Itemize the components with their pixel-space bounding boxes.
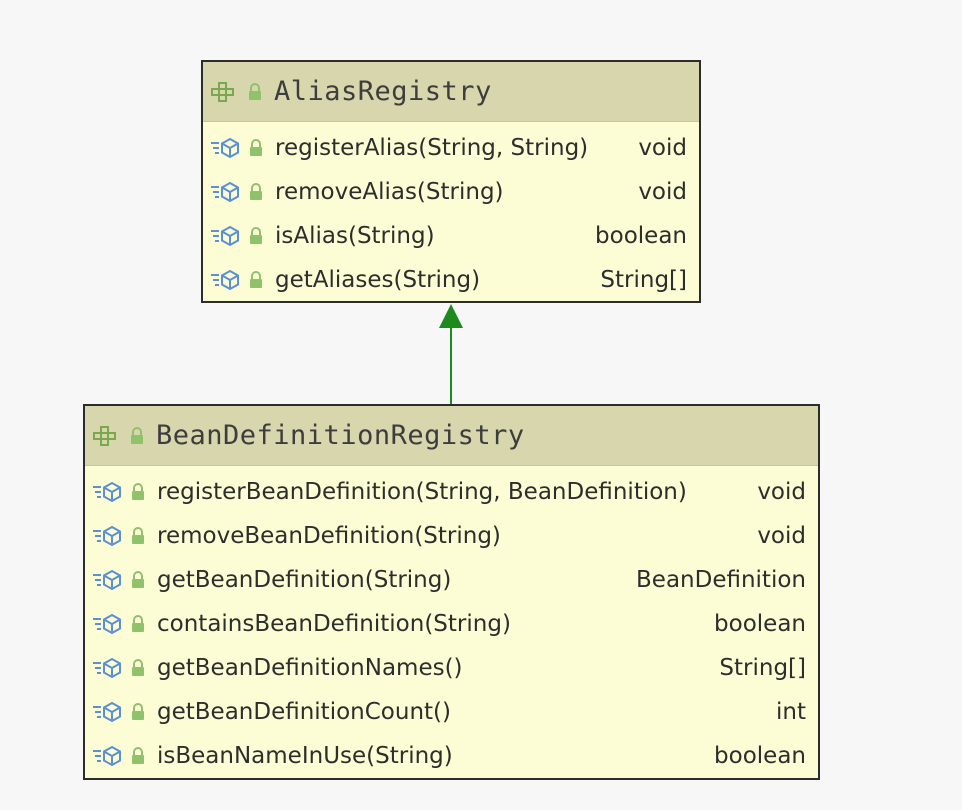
class-header: BeanDefinitionRegistry xyxy=(85,406,818,466)
method-name: registerBeanDefinition(String, BeanDefin… xyxy=(157,479,687,505)
class-box-bean-definition-registry[interactable]: BeanDefinitionRegistry registerBeanDefin… xyxy=(83,404,820,780)
class-title: BeanDefinitionRegistry xyxy=(156,420,525,451)
method-name: containsBeanDefinition(String) xyxy=(157,611,511,637)
method-row[interactable]: getBeanDefinitionNames() String[] xyxy=(85,646,818,690)
lock-icon xyxy=(132,571,144,588)
abstract-method-icon xyxy=(211,225,239,247)
lock-icon xyxy=(132,527,144,544)
method-row[interactable]: isBeanNameInUse(String) boolean xyxy=(85,734,818,778)
method-return-type: void xyxy=(638,135,687,161)
method-row[interactable]: removeBeanDefinition(String) void xyxy=(85,514,818,558)
method-row[interactable]: isAlias(String) boolean xyxy=(203,214,699,258)
class-title: AliasRegistry xyxy=(274,76,492,107)
lock-icon xyxy=(250,271,262,288)
method-name: registerAlias(String, String) xyxy=(275,135,589,161)
lock-icon xyxy=(249,82,261,100)
method-name: isBeanNameInUse(String) xyxy=(157,743,453,769)
abstract-method-icon xyxy=(93,745,121,767)
method-name: isAlias(String) xyxy=(275,223,435,249)
abstract-method-icon xyxy=(93,569,121,591)
interface-icon xyxy=(93,425,116,446)
method-row[interactable]: registerBeanDefinition(String, BeanDefin… xyxy=(85,470,818,514)
method-return-type: BeanDefinition xyxy=(636,567,806,593)
arrowhead xyxy=(439,304,463,328)
method-row[interactable]: removeAlias(String) void xyxy=(203,170,699,214)
abstract-method-icon xyxy=(93,701,121,723)
method-name: removeBeanDefinition(String) xyxy=(157,523,501,549)
lock-icon xyxy=(132,747,144,764)
method-return-type: boolean xyxy=(714,743,806,769)
method-row[interactable]: registerAlias(String, String) void xyxy=(203,126,699,170)
method-return-type: String[] xyxy=(719,655,806,681)
method-return-type: boolean xyxy=(595,223,687,249)
method-name: getBeanDefinitionNames() xyxy=(157,655,463,681)
class-box-alias-registry[interactable]: AliasRegistry registerAlias(String, Stri… xyxy=(201,60,701,303)
method-name: removeAlias(String) xyxy=(275,179,504,205)
abstract-method-icon xyxy=(211,137,239,159)
lock-icon xyxy=(250,183,262,200)
method-return-type: int xyxy=(776,699,806,725)
method-name: getAliases(String) xyxy=(275,267,481,293)
method-name: getBeanDefinition(String) xyxy=(157,567,452,593)
lock-icon xyxy=(132,615,144,632)
abstract-method-icon xyxy=(93,657,121,679)
abstract-method-icon xyxy=(211,181,239,203)
lock-icon xyxy=(250,139,262,156)
class-header: AliasRegistry xyxy=(203,62,699,122)
abstract-method-icon xyxy=(93,525,121,547)
method-row[interactable]: getBeanDefinitionCount() int xyxy=(85,690,818,734)
method-return-type: void xyxy=(638,179,687,205)
member-list: registerBeanDefinition(String, BeanDefin… xyxy=(85,466,818,778)
lock-icon xyxy=(132,659,144,676)
method-return-type: String[] xyxy=(600,267,687,293)
lock-icon xyxy=(132,703,144,720)
interface-icon xyxy=(211,81,234,102)
method-return-type: void xyxy=(757,523,806,549)
method-return-type: void xyxy=(757,479,806,505)
abstract-method-icon xyxy=(211,269,239,291)
method-row[interactable]: getAliases(String) String[] xyxy=(203,258,699,302)
lock-icon xyxy=(132,483,144,500)
method-row[interactable]: getBeanDefinition(String) BeanDefinition xyxy=(85,558,818,602)
lock-icon xyxy=(250,227,262,244)
method-return-type: boolean xyxy=(714,611,806,637)
abstract-method-icon xyxy=(93,613,121,635)
method-row[interactable]: containsBeanDefinition(String) boolean xyxy=(85,602,818,646)
method-name: getBeanDefinitionCount() xyxy=(157,699,451,725)
lock-icon xyxy=(131,426,143,444)
member-list: registerAlias(String, String) void remov… xyxy=(203,122,699,302)
abstract-method-icon xyxy=(93,481,121,503)
